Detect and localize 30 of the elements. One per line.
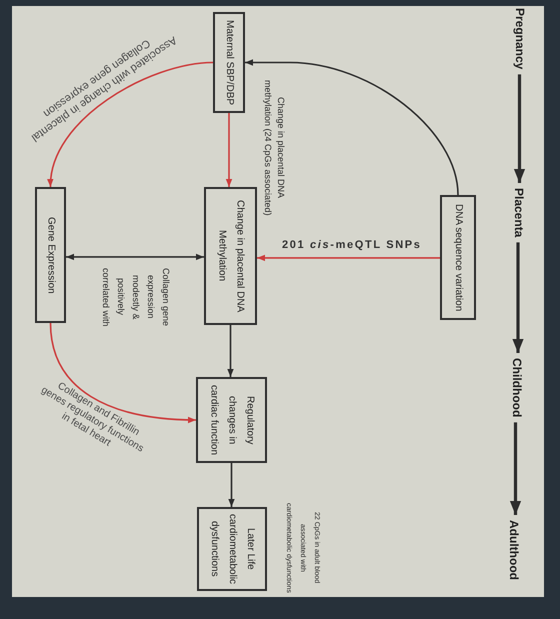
stage-label: Childhood [510, 358, 524, 418]
box-text: DNA sequence variation [452, 204, 465, 312]
arrow [48, 62, 214, 188]
box-text: Change in placental DNA Methylation [216, 198, 246, 314]
box-text: Later Life cardiometabolic dysfunctions [208, 512, 257, 586]
arrow [50, 322, 196, 423]
process-box [204, 187, 257, 325]
double-arrow [66, 254, 204, 260]
arrow [514, 74, 526, 183]
stage-label: Placenta [512, 188, 526, 238]
arrow [245, 59, 459, 196]
stage-label: Adulthood [507, 520, 521, 580]
arrow [227, 325, 234, 377]
arrow [510, 422, 522, 515]
stage-label: Pregnancy [513, 8, 527, 70]
edge-label: Change in placental DNA methylation (24 CpGs associated) [262, 79, 287, 218]
box-text: Maternal SBP/DBP [223, 20, 236, 106]
arrow [257, 254, 440, 262]
arrow [512, 242, 524, 353]
process-box [35, 187, 66, 323]
process-box [213, 12, 245, 113]
box-text: Gene Expression [44, 216, 58, 294]
process-box [440, 195, 476, 320]
arrow [228, 463, 235, 507]
edge-label: 201 cis-meQTL SNPs [282, 238, 422, 252]
process-box [197, 507, 267, 591]
arrow [226, 113, 232, 187]
box-text: Regulatory changes in cardiac function [208, 384, 256, 458]
process-box [196, 377, 267, 463]
edge-label: Collagen gene expression modestly & positively correlated with [100, 266, 172, 328]
